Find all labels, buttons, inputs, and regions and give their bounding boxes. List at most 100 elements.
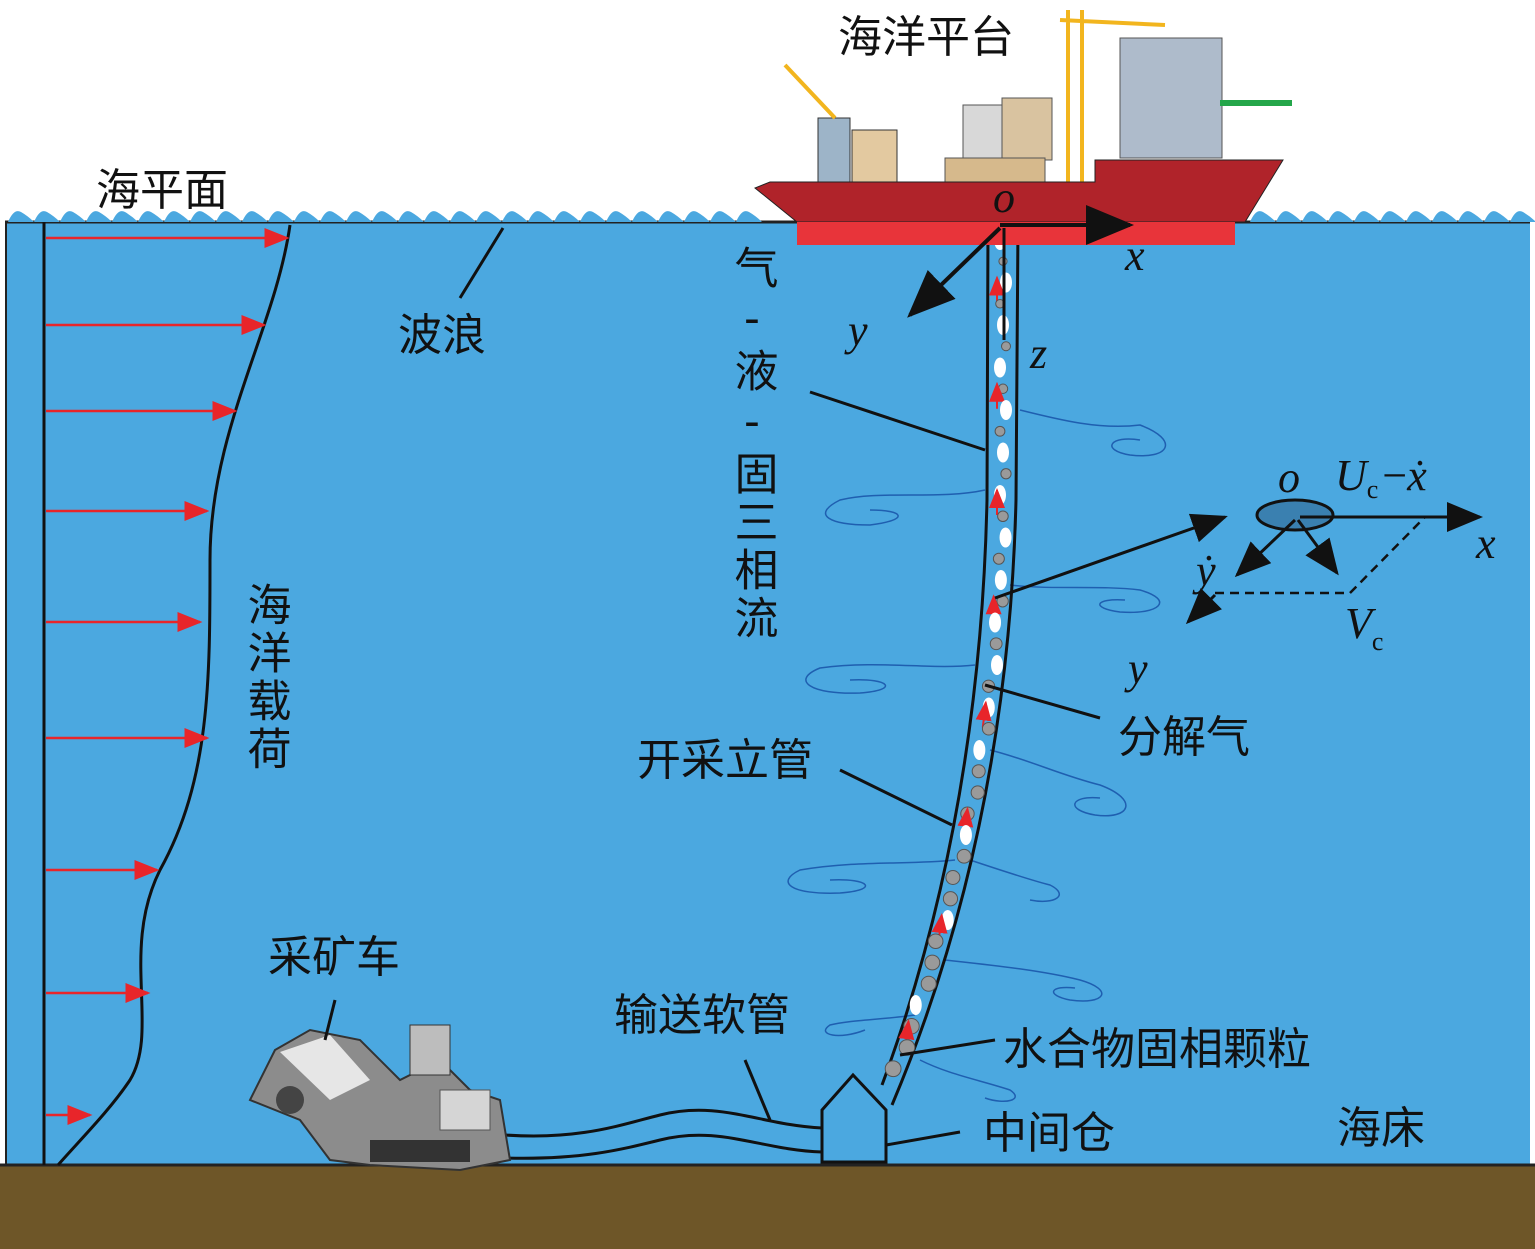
vortex-flows	[787, 409, 1167, 1102]
wave-crest	[736, 211, 762, 222]
hydrate-particle	[997, 510, 1009, 523]
wave-crest	[1276, 211, 1302, 222]
hydrate-particle	[989, 637, 1003, 651]
gas-bubble	[909, 995, 922, 1015]
local-y-label: y	[1124, 644, 1148, 693]
ocean-load-label: 海洋载荷	[240, 582, 291, 774]
flexible-hose-label: 输送软管	[614, 990, 790, 1041]
uc-minus-xdot-label: Uc−ẋ	[1335, 451, 1427, 504]
wave-crest	[346, 211, 372, 222]
origin-label: o	[993, 173, 1015, 222]
leader-lines	[323, 227, 1101, 1147]
wave-crest	[398, 211, 424, 222]
gas-bubble	[999, 527, 1012, 548]
wave-crest	[632, 211, 658, 222]
wave-crest	[658, 211, 684, 222]
gas-bubble	[959, 825, 972, 845]
vortex	[969, 859, 1061, 903]
gas-bubble	[991, 655, 1004, 675]
wave-crest	[1458, 211, 1484, 222]
wave-crest	[554, 211, 580, 222]
gas-bubble	[941, 910, 954, 930]
gas-bubble	[989, 612, 1002, 633]
wave-crest	[1432, 211, 1458, 222]
flexible-hose	[504, 1108, 823, 1160]
gas-bubble	[1000, 272, 1012, 293]
y-dot-label: ẏ	[1192, 546, 1216, 595]
seabed-ground	[0, 1165, 1535, 1249]
platform-label: 海洋平台	[838, 12, 1014, 63]
vortex	[1009, 584, 1161, 614]
vortex	[989, 749, 1127, 817]
wave-crest	[138, 211, 164, 222]
three-phase-flow-label: 气-液-固三相流	[727, 245, 778, 643]
hydrate-particle	[992, 552, 1005, 565]
hydrate-particle	[971, 764, 986, 779]
local-origin-label: o	[1278, 453, 1300, 502]
vc-main: V	[1345, 599, 1377, 648]
gas-bubble	[973, 740, 986, 760]
flow-arrow	[975, 700, 992, 728]
hydrate-particle	[981, 721, 996, 736]
riser-right-wall	[890, 224, 1020, 1106]
x-axis-label: x	[1124, 231, 1145, 280]
vortex	[805, 664, 976, 694]
wave-crest	[216, 211, 242, 222]
hydrate-particle	[924, 954, 941, 971]
vortex	[824, 1014, 916, 1037]
hydrate-particle	[945, 870, 961, 885]
sea-water	[5, 222, 1530, 1167]
wave-crest	[528, 211, 554, 222]
vortex	[944, 959, 1103, 1002]
gas-bubble	[994, 485, 1006, 505]
wave-crest	[1354, 211, 1380, 222]
wave-crest	[8, 211, 34, 222]
wave-crest	[1250, 211, 1276, 222]
gas-bubble	[1000, 400, 1012, 420]
wave-crest	[1484, 211, 1510, 222]
wave-crest	[190, 211, 216, 222]
gas-bubble	[994, 357, 1006, 378]
wave-crest	[1380, 211, 1406, 222]
mining-vehicle-label: 采矿车	[268, 932, 400, 983]
wave-crest	[606, 211, 632, 222]
wave-crest	[476, 211, 502, 222]
gas-bubble	[997, 442, 1009, 463]
hydrate-particle	[903, 1018, 920, 1035]
vortex	[919, 1059, 1016, 1102]
wave-crest	[684, 211, 710, 222]
wave-crest	[1328, 211, 1354, 222]
uc-sub: c	[1367, 475, 1379, 504]
wave-crest	[1406, 211, 1432, 222]
vc-sub: c	[1372, 627, 1384, 656]
hydrate-particles-label: 水合物固相颗粒	[1003, 1024, 1311, 1075]
hydrate-particle	[997, 383, 1009, 394]
hydrate-particle	[920, 975, 937, 992]
intermediate-bin	[820, 1072, 888, 1164]
wave-crest	[60, 211, 86, 222]
wave-crest	[242, 211, 268, 222]
surface-waves	[8, 211, 1535, 222]
wave-crest	[86, 211, 112, 222]
wave-crest	[372, 211, 398, 222]
hydrate-particle	[942, 891, 959, 907]
wave-crest	[294, 211, 320, 222]
minus-sign: −	[1382, 451, 1407, 500]
local-x-label: x	[1475, 519, 1496, 568]
hydrate-particle	[956, 848, 972, 864]
hydrate-particle	[1001, 341, 1011, 352]
sea-level-label: 海平面	[96, 165, 228, 216]
z-axis-label: z	[1029, 329, 1047, 378]
ocean-load-profile	[42, 222, 292, 1166]
wave-crest	[34, 211, 60, 222]
wave-crest	[1302, 211, 1328, 222]
wave-crest	[450, 211, 476, 222]
y-axis-label: y	[844, 306, 868, 355]
waves-label: 波浪	[398, 310, 486, 361]
hydrate-particle	[970, 785, 985, 800]
vortex	[1019, 409, 1167, 457]
hydrate-particle	[884, 1060, 902, 1078]
gas-bubble	[994, 570, 1007, 590]
wave-crest	[580, 211, 606, 222]
